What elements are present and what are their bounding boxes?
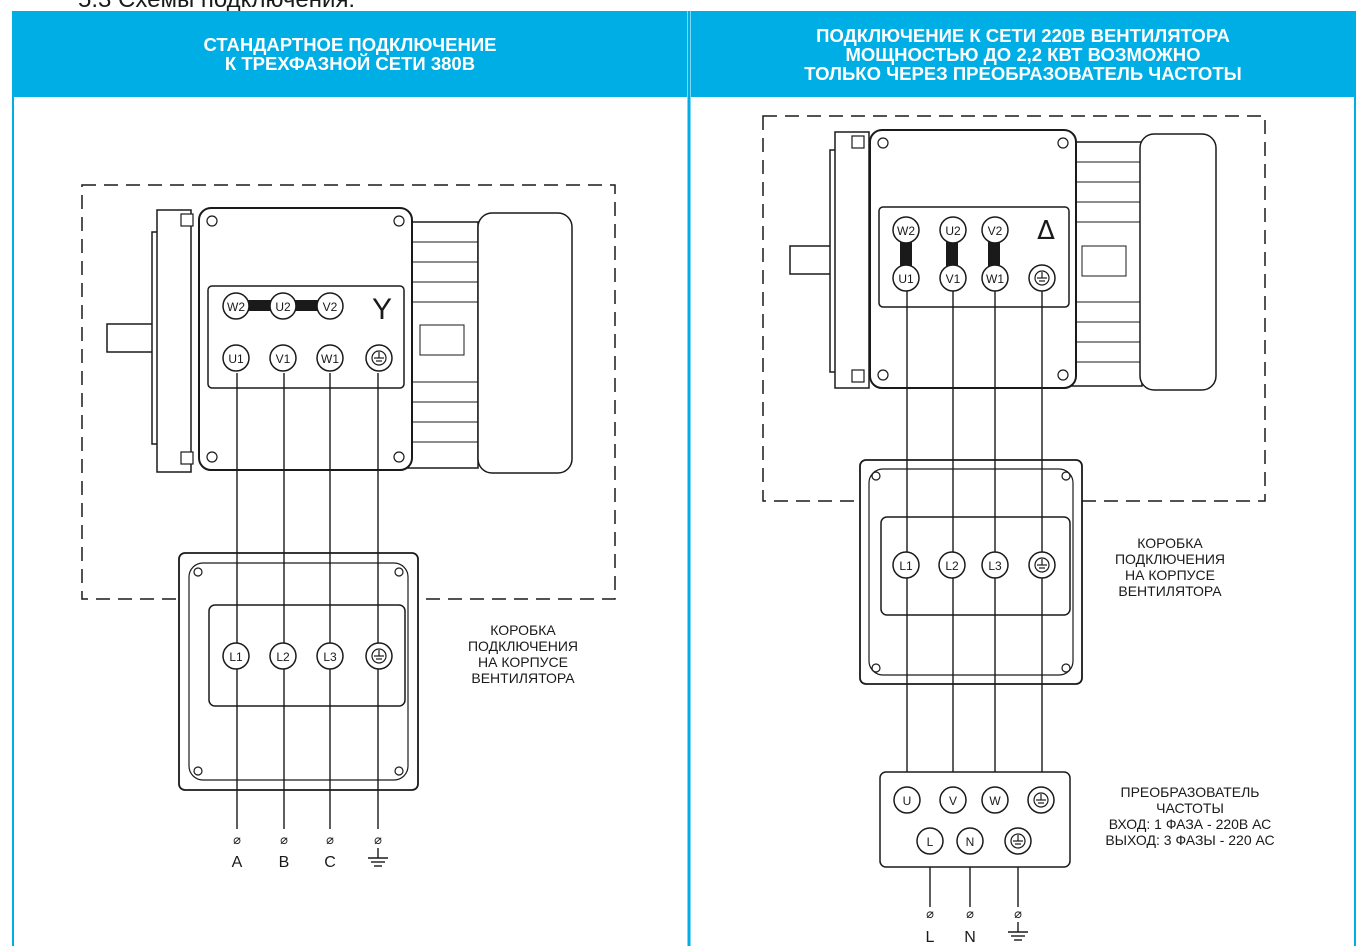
converter-input-L: L	[927, 835, 934, 849]
left-motor-fan-cover	[477, 212, 573, 474]
converter-output-V: V	[949, 794, 957, 808]
box-terminal-L3: L3	[323, 650, 337, 664]
right-motor-terminals-top: W2 U2 V2	[892, 216, 1009, 244]
svg-text:ПОДКЛЮЧЕНИЯ: ПОДКЛЮЧЕНИЯ	[1115, 551, 1225, 567]
supply-N: N	[964, 929, 976, 946]
svg-text:ПОДКЛЮЧЕНИЯ: ПОДКЛЮЧЕНИЯ	[468, 638, 578, 654]
svg-text:НА КОРПУСЕ: НА КОРПУСЕ	[478, 654, 568, 670]
right-bridge-2	[946, 240, 958, 266]
svg-text:⌀: ⌀	[966, 907, 974, 922]
svg-text:⌀: ⌀	[326, 833, 334, 848]
svg-text:ВХОД: 1 ФАЗА - 220В АС: ВХОД: 1 ФАЗА - 220В АС	[1109, 816, 1272, 832]
left-supply: ⌀ ⌀ ⌀ ⌀ A B C	[232, 833, 388, 871]
terminal-W2: W2	[227, 300, 245, 314]
box-terminal-L2: L2	[276, 650, 290, 664]
supply-C: C	[324, 854, 336, 871]
terminal-V2: V2	[988, 224, 1003, 238]
terminal-W1: W1	[986, 272, 1004, 286]
svg-text:НА КОРПУСЕ: НА КОРПУСЕ	[1125, 567, 1215, 583]
supply-B: B	[279, 854, 290, 871]
right-motor-ground-icon	[1028, 264, 1056, 292]
svg-text:ВЫХОД: 3 ФАЗЫ - 220 АС: ВЫХОД: 3 ФАЗЫ - 220 АС	[1105, 832, 1274, 848]
left-motor-flange	[156, 209, 192, 473]
svg-text:⌀: ⌀	[926, 907, 934, 922]
supply-L: L	[926, 929, 935, 946]
svg-text:ЧАСТОТЫ: ЧАСТОТЫ	[1156, 800, 1224, 816]
terminal-V1: V1	[946, 272, 961, 286]
left-motor-terminals-bottom: U1 V1 W1	[222, 344, 344, 372]
left-bridge-1	[245, 300, 272, 311]
right-header-text: ПОДКЛЮЧЕНИЕ К СЕТИ 220В ВЕНТИЛЯТОРА МОЩН…	[804, 24, 1242, 84]
svg-text:КОРОБКА: КОРОБКА	[490, 622, 556, 638]
left-diagram: W2 U2 V2 Y U1 V1 W1	[81, 184, 616, 871]
svg-text:⌀: ⌀	[233, 833, 241, 848]
right-motor	[789, 129, 1217, 391]
converter-input-N: N	[966, 835, 975, 849]
left-box-label: КОРОБКА ПОДКЛЮЧЕНИЯ НА КОРПУСЕ ВЕНТИЛЯТО…	[468, 622, 578, 686]
frequency-converter: U V W L N	[879, 771, 1071, 868]
box-terminal-L3: L3	[988, 559, 1002, 573]
left-terminal-plate	[207, 285, 405, 389]
terminal-V1: V1	[276, 352, 291, 366]
converter-input-ground-icon	[1004, 827, 1032, 855]
left-bridge-2	[295, 300, 322, 311]
svg-text:⌀: ⌀	[280, 833, 288, 848]
right-bridge-1	[900, 240, 912, 266]
right-motor-fins	[1071, 141, 1143, 387]
terminal-U2: U2	[275, 300, 291, 314]
right-supply: ⌀ ⌀ ⌀ L N	[926, 907, 1028, 946]
terminal-U1: U1	[228, 352, 244, 366]
left-motor-ground-icon	[365, 344, 393, 372]
right-motor-terminals-bottom: U1 V1 W1	[892, 264, 1009, 292]
terminal-W2: W2	[897, 224, 915, 238]
terminal-V2: V2	[323, 300, 338, 314]
right-box-ground-icon	[1028, 551, 1056, 579]
right-terminal-plate	[878, 206, 1070, 308]
box-terminal-L1: L1	[899, 559, 913, 573]
right-earth-icon	[1008, 922, 1028, 941]
left-header-text: СТАНДАРТНОЕ ПОДКЛЮЧЕНИЕ К ТРЕХФАЗНОЙ СЕТ…	[203, 34, 497, 74]
svg-text:ВЕНТИЛЯТОРА: ВЕНТИЛЯТОРА	[471, 670, 575, 686]
terminal-U1: U1	[898, 272, 914, 286]
left-motor	[106, 207, 573, 474]
left-panel-header: СТАНДАРТНОЕ ПОДКЛЮЧЕНИЕ К ТРЕХФАЗНОЙ СЕТ…	[13, 11, 687, 97]
converter-label: ПРЕОБРАЗОВАТЕЛЬ ЧАСТОТЫ ВХОД: 1 ФАЗА - 2…	[1105, 784, 1274, 848]
left-connection-box: L1 L2 L3	[178, 552, 419, 791]
right-delta-symbol: Δ	[1037, 216, 1055, 246]
right-panel-header: ПОДКЛЮЧЕНИЕ К СЕТИ 220В ВЕНТИЛЯТОРА МОЩН…	[691, 11, 1355, 97]
box-terminal-L2: L2	[945, 559, 959, 573]
right-diagram: W2 U2 V2 Δ U1 V1 W1	[762, 115, 1275, 946]
right-fan-boundary	[762, 115, 1266, 502]
right-box-label: КОРОБКА ПОДКЛЮЧЕНИЯ НА КОРПУСЕ ВЕНТИЛЯТО…	[1115, 535, 1225, 599]
left-motor-shaft	[106, 323, 156, 353]
svg-text:⌀: ⌀	[1014, 907, 1022, 922]
left-motor-fins	[407, 221, 479, 469]
converter-output-W: W	[989, 794, 1001, 808]
terminal-W1: W1	[321, 352, 339, 366]
left-box-ground-icon	[365, 642, 393, 670]
terminal-U2: U2	[945, 224, 961, 238]
left-star-symbol: Y	[372, 293, 392, 326]
converter-output-ground-icon	[1027, 786, 1055, 814]
svg-text:КОРОБКА: КОРОБКА	[1137, 535, 1203, 551]
box-terminal-L1: L1	[229, 650, 243, 664]
svg-text:⌀: ⌀	[374, 833, 382, 848]
converter-output-U: U	[903, 794, 912, 808]
right-bridge-3	[988, 240, 1000, 266]
left-motor-terminals-top: W2 U2 V2	[222, 292, 344, 320]
left-earth-icon	[368, 848, 388, 867]
supply-A: A	[232, 854, 243, 871]
right-connection-box: L1 L2 L3	[859, 459, 1083, 685]
section-caption: 5.3 Схемы подключения:	[78, 0, 355, 14]
svg-text:ВЕНТИЛЯТОРА: ВЕНТИЛЯТОРА	[1118, 583, 1222, 599]
svg-text:ПРЕОБРАЗОВАТЕЛЬ: ПРЕОБРАЗОВАТЕЛЬ	[1121, 784, 1260, 800]
